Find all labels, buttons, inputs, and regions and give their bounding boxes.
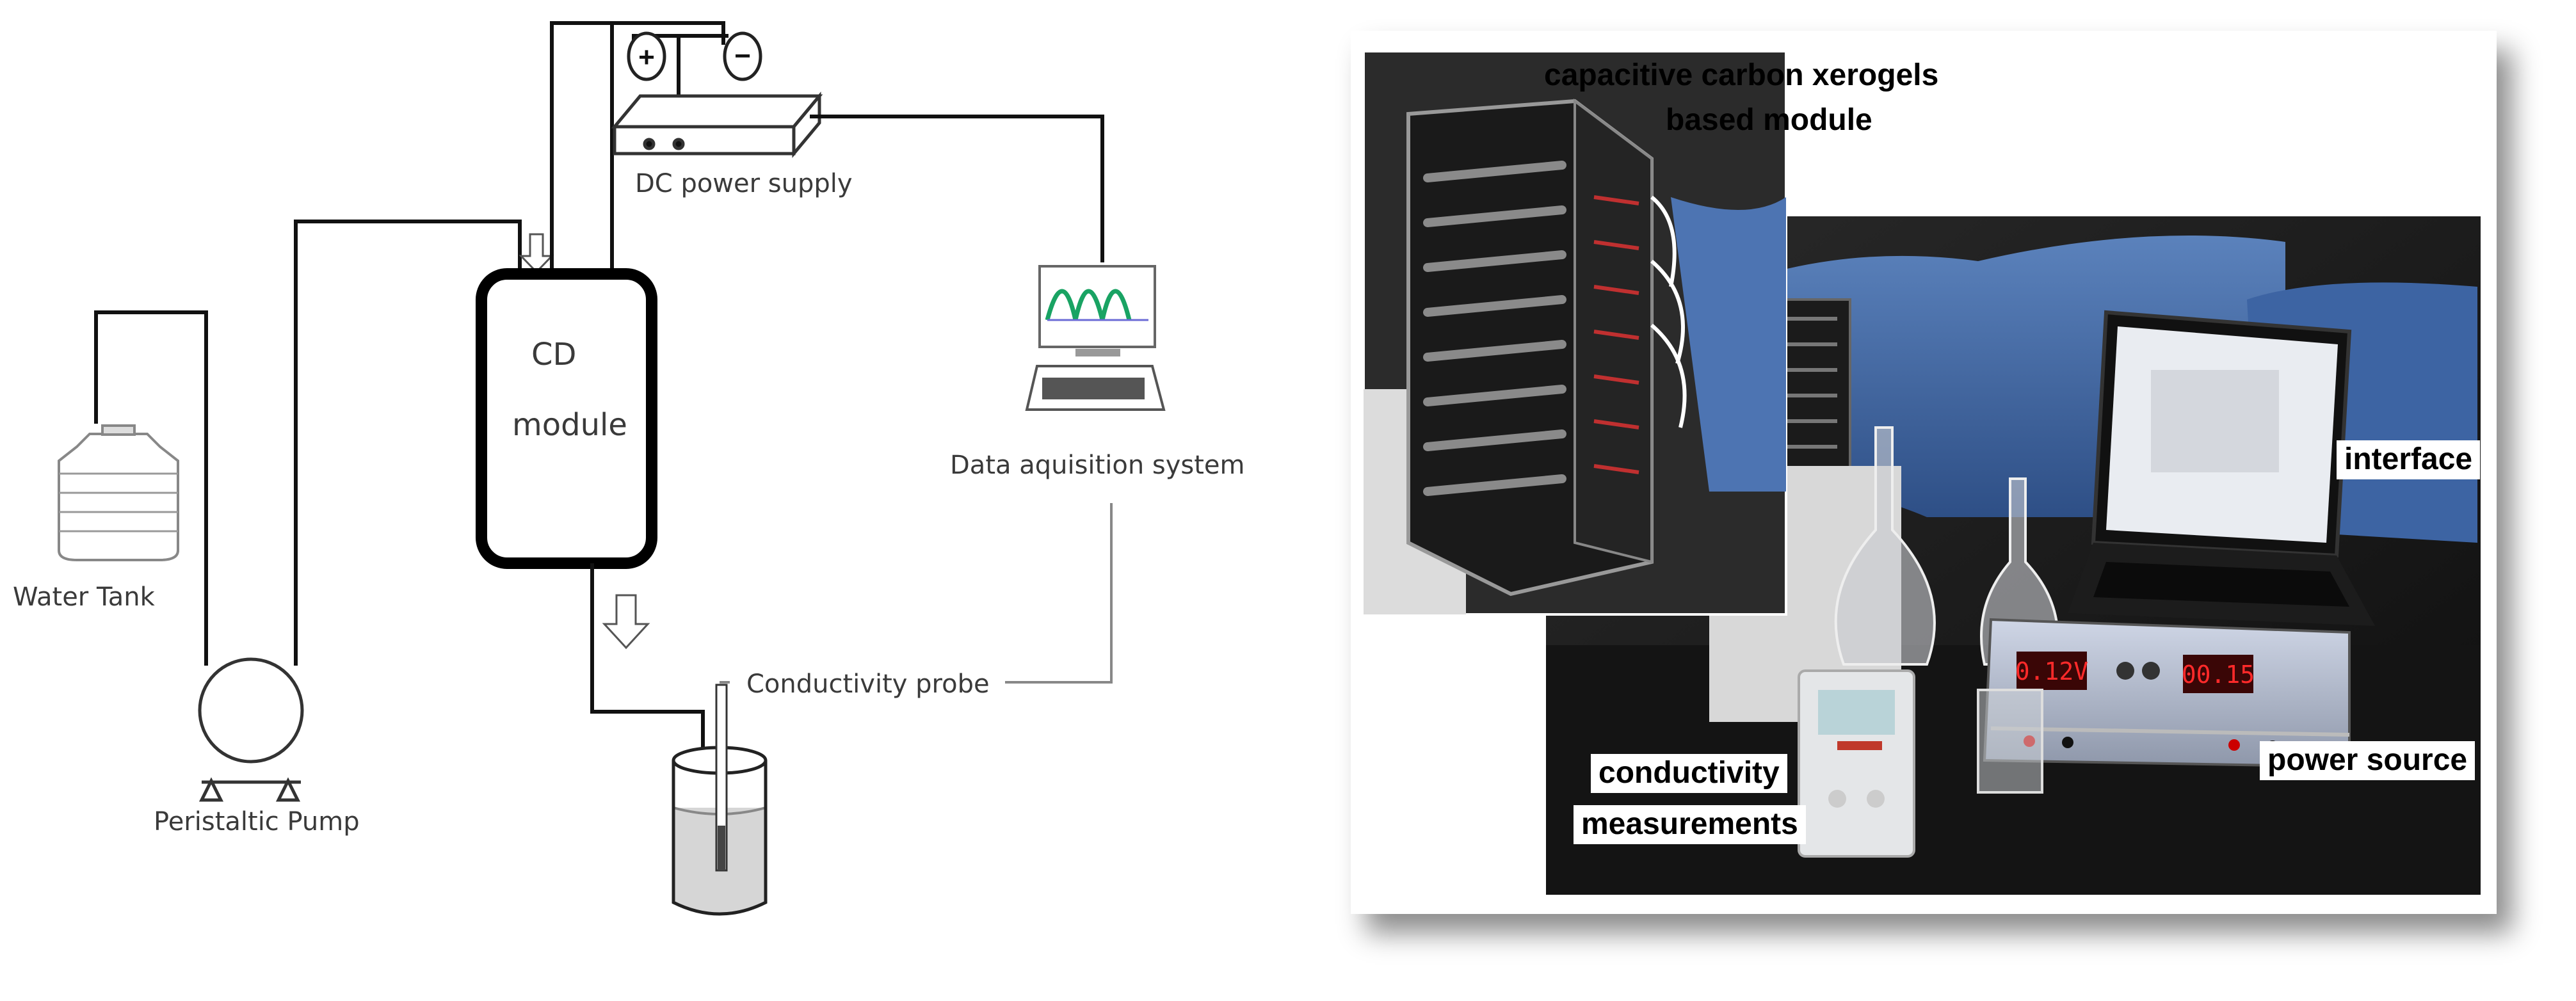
water-tank-label: Water Tank xyxy=(13,582,156,612)
svg-text:0.12V: 0.12V xyxy=(2015,657,2088,685)
module-closeup-inset xyxy=(1362,50,1787,616)
peristaltic-pump-icon xyxy=(198,657,304,802)
conductivity-callout-line2: measurements xyxy=(1574,805,1806,844)
schematic-diagram: Water Tank Peristaltic Pump CD module + … xyxy=(13,21,1245,916)
laptop-icon xyxy=(2068,310,2375,626)
negative-terminal-icon: − xyxy=(723,31,762,81)
dc-power-supply-label: DC power supply xyxy=(635,169,853,198)
beaker-photo-icon xyxy=(1977,689,2043,794)
conductivity-meter-icon xyxy=(1798,669,1915,858)
svg-text:−: − xyxy=(734,40,751,72)
lab-setup-photo: 0.12V 00.15 xyxy=(1362,50,2481,895)
svg-text:00.15: 00.15 xyxy=(2182,661,2255,689)
module-callout-line1: capacitive carbon xerogels xyxy=(1544,58,1939,92)
conductivity-probe-label: Conductivity probe xyxy=(746,669,990,699)
outlet-arrow-icon xyxy=(602,594,650,650)
svg-text:+: + xyxy=(638,42,655,73)
tubing xyxy=(94,220,522,666)
outlet-tube xyxy=(590,563,705,755)
cd-module-label-2: module xyxy=(512,407,627,443)
photo-collage: 0.12V 00.15 xyxy=(1351,31,2497,914)
dc-power-supply-icon xyxy=(611,92,823,158)
probe-cable xyxy=(1005,503,1113,684)
inlet-arrow-icon xyxy=(519,233,554,274)
conductivity-callout-line1: conductivity xyxy=(1591,754,1787,793)
interface-callout: interface xyxy=(2337,440,2481,479)
power-source-icon: 0.12V 00.15 xyxy=(1983,618,2351,769)
cd-module-label-1: CD xyxy=(531,337,576,372)
module-callout-line2: based module xyxy=(1666,103,1872,137)
cd-module-box xyxy=(476,268,657,569)
water-tank-icon xyxy=(58,424,179,561)
pump-label: Peristaltic Pump xyxy=(154,807,360,837)
power-source-callout: power source xyxy=(2260,741,2475,780)
computer-icon xyxy=(1025,265,1166,411)
data-wire xyxy=(810,115,1104,262)
data-acquisition-label: Data aquisition system xyxy=(950,451,1245,480)
beaker-icon xyxy=(672,684,768,916)
positive-terminal-icon: + xyxy=(627,31,666,81)
